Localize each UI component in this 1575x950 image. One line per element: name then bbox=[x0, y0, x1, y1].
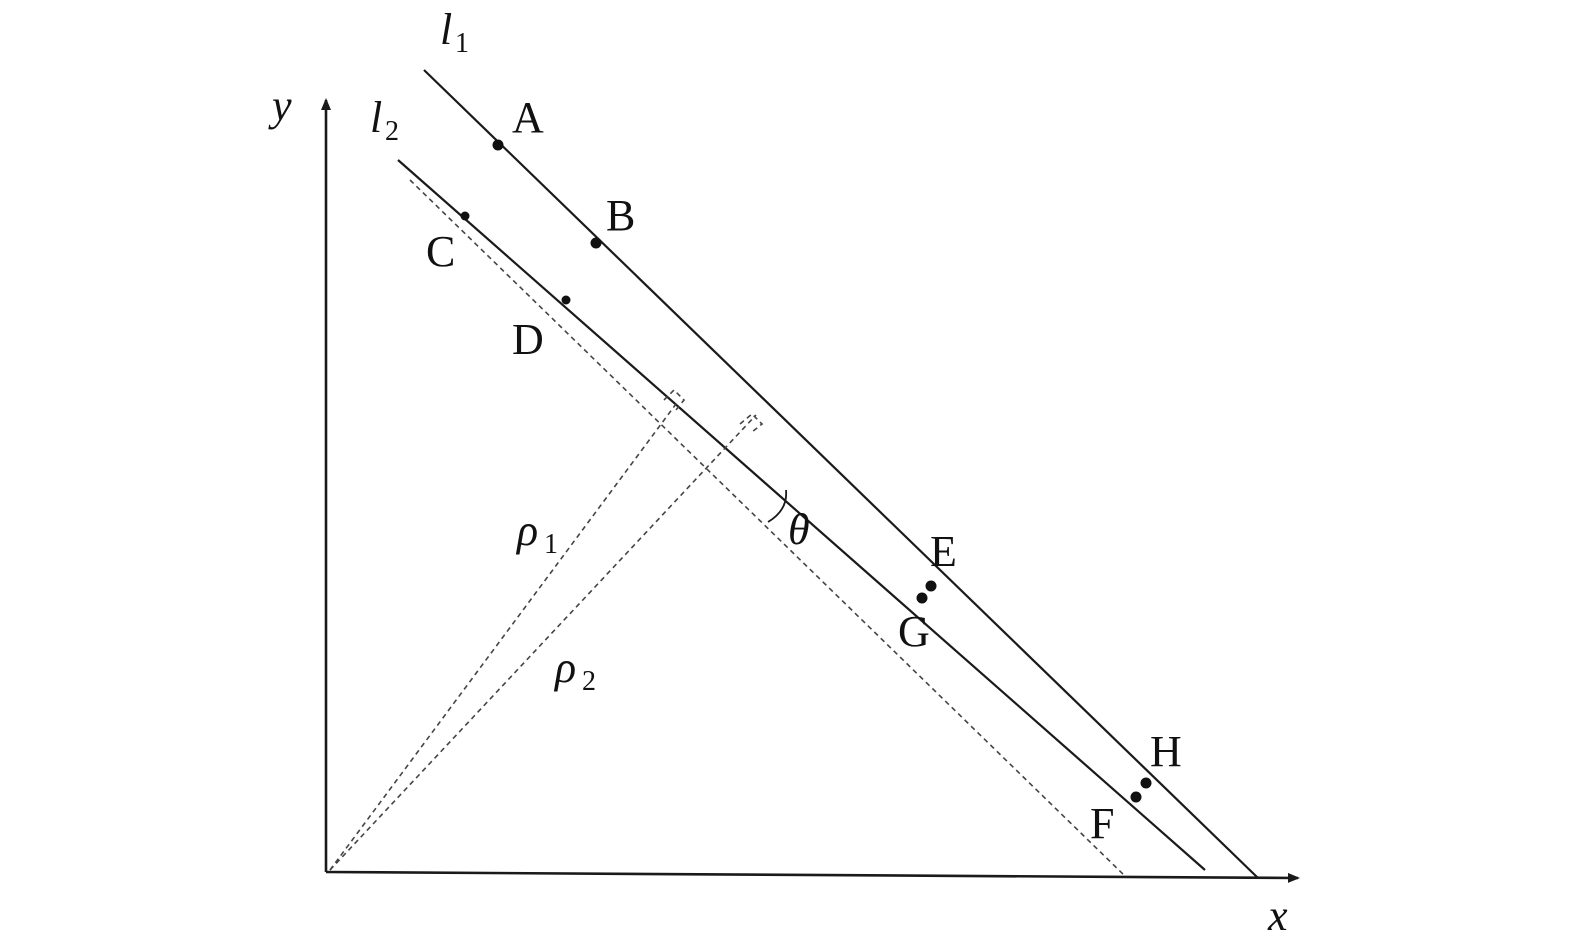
label-B: B bbox=[606, 191, 635, 240]
label-C: C bbox=[426, 227, 455, 276]
y-axis-label: y bbox=[268, 81, 292, 130]
theta-arc bbox=[767, 489, 788, 523]
rho2-subscript: 2 bbox=[582, 666, 596, 697]
line-l1-label: l bbox=[440, 5, 452, 54]
label-H: H bbox=[1150, 727, 1182, 776]
point-G bbox=[916, 592, 928, 604]
label-G: G bbox=[898, 607, 930, 656]
point-D bbox=[561, 295, 571, 305]
line-l1 bbox=[423, 69, 1259, 879]
point-E bbox=[925, 580, 937, 592]
rho1-subscript: 1 bbox=[544, 529, 558, 560]
right-angle-marker-2 bbox=[739, 412, 764, 433]
point-B bbox=[590, 237, 602, 249]
point-C bbox=[460, 211, 470, 221]
point-H bbox=[1140, 777, 1152, 789]
label-D: D bbox=[512, 315, 544, 364]
line-l2-subscript: 2 bbox=[385, 116, 399, 147]
label-F: F bbox=[1090, 799, 1114, 848]
label-A: A bbox=[512, 93, 544, 142]
rho2-normal bbox=[329, 414, 757, 871]
rho2-label: ρ bbox=[553, 643, 576, 692]
right-angle-marker-1 bbox=[663, 388, 686, 411]
point-F bbox=[1130, 791, 1142, 803]
rho1-normal bbox=[329, 403, 677, 871]
rho1-label: ρ bbox=[515, 506, 538, 555]
line-l2-label: l bbox=[370, 93, 382, 142]
line-l2 bbox=[397, 159, 1206, 871]
x-axis-label: x bbox=[1267, 891, 1288, 940]
label-E: E bbox=[930, 527, 957, 576]
theta-label: θ bbox=[788, 505, 810, 554]
point-A bbox=[492, 139, 504, 151]
x-axis bbox=[325, 870, 1300, 883]
dashed-projection-line bbox=[409, 179, 1126, 877]
line-l1-subscript: 1 bbox=[455, 28, 469, 59]
